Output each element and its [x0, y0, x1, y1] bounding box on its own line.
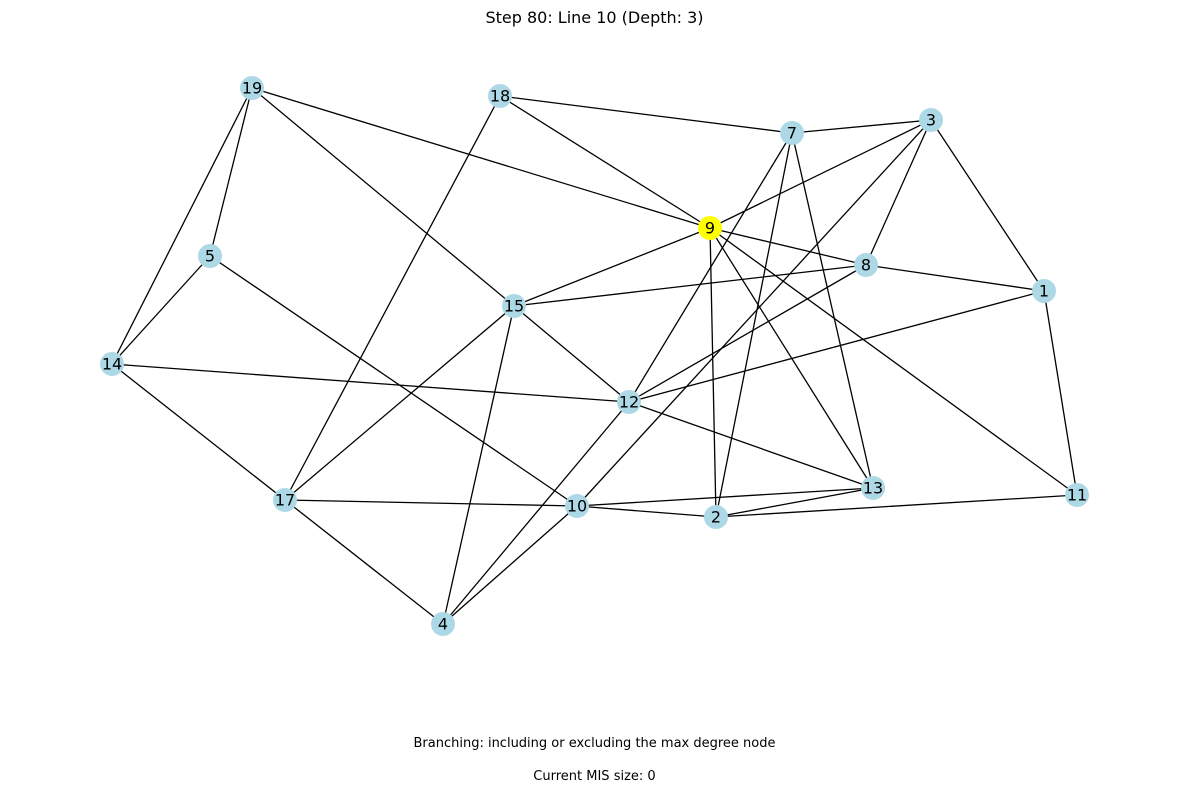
edge-19-14: [111, 87, 253, 365]
figure-title: Step 80: Line 10 (Depth: 3): [485, 8, 704, 27]
node-label-11: 11: [1067, 486, 1087, 505]
edge-19-5: [209, 87, 253, 257]
node-circle-19: [240, 76, 264, 100]
node-circle-8: [854, 253, 878, 277]
node-circle-11: [1065, 483, 1089, 507]
edge-12-13: [628, 401, 874, 489]
edge-10-13: [576, 487, 874, 507]
node-8: 8: [854, 253, 878, 277]
edge-9-8: [709, 227, 867, 266]
node-circle-10: [565, 494, 589, 518]
edge-7-13: [791, 132, 874, 489]
node-7: 7: [780, 121, 804, 145]
edge-18-9: [499, 95, 711, 229]
edge-5-14: [111, 255, 211, 365]
node-circle-2: [704, 505, 728, 529]
node-10: 10: [565, 494, 589, 518]
edge-3-9: [709, 119, 932, 229]
node-label-4: 4: [438, 615, 448, 634]
node-label-2: 2: [711, 508, 721, 527]
edge-8-12: [628, 264, 867, 403]
edge-7-2: [715, 132, 793, 518]
node-circle-5: [198, 244, 222, 268]
edge-18-17: [284, 95, 501, 501]
node-label-17: 17: [275, 491, 295, 510]
node-1: 1: [1032, 279, 1056, 303]
edge-13-2: [715, 487, 874, 518]
edge-7-3: [791, 119, 932, 134]
edge-8-15: [513, 264, 867, 307]
node-17: 17: [273, 488, 297, 512]
node-label-18: 18: [490, 87, 510, 106]
node-label-12: 12: [619, 393, 639, 412]
node-circle-18: [488, 84, 512, 108]
node-circle-13: [861, 476, 885, 500]
edge-15-17: [284, 305, 515, 501]
edge-3-8: [865, 119, 932, 266]
node-circle-12: [617, 390, 641, 414]
node-circle-4: [431, 612, 455, 636]
node-label-14: 14: [102, 355, 122, 374]
node-19: 19: [240, 76, 264, 100]
edge-15-12: [513, 305, 630, 403]
edge-10-2: [576, 505, 717, 518]
edge-19-9: [251, 87, 711, 229]
node-11: 11: [1065, 483, 1089, 507]
node-circle-15: [502, 294, 526, 318]
edge-14-17: [111, 363, 286, 501]
edge-9-11: [709, 227, 1078, 496]
edge-9-15: [513, 227, 711, 307]
node-circle-3: [919, 108, 943, 132]
node-label-13: 13: [863, 479, 883, 498]
node-14: 14: [100, 352, 124, 376]
node-15: 15: [502, 294, 526, 318]
node-circle-1: [1032, 279, 1056, 303]
node-3: 3: [919, 108, 943, 132]
node-label-5: 5: [205, 247, 215, 266]
mis-size-caption: Current MIS size: 0: [533, 769, 656, 784]
node-label-15: 15: [504, 297, 524, 316]
node-18: 18: [488, 84, 512, 108]
edge-15-4: [442, 305, 515, 625]
edge-14-12: [111, 363, 630, 403]
edge-19-15: [251, 87, 515, 307]
node-2: 2: [704, 505, 728, 529]
edge-1-11: [1043, 290, 1078, 496]
edge-2-11: [715, 494, 1078, 518]
node-label-9: 9: [705, 219, 715, 238]
edge-3-1: [930, 119, 1045, 292]
node-label-7: 7: [787, 124, 797, 143]
node-circle-17: [273, 488, 297, 512]
edge-10-4: [442, 505, 578, 625]
edge-12-4: [442, 401, 630, 625]
edge-8-1: [865, 264, 1045, 292]
node-5: 5: [198, 244, 222, 268]
edge-17-4: [284, 499, 444, 625]
edge-9-2: [709, 227, 717, 518]
branching-caption: Branching: including or excluding the ma…: [413, 736, 776, 751]
node-circle-9: [698, 216, 722, 240]
node-circle-7: [780, 121, 804, 145]
node-label-1: 1: [1039, 282, 1049, 301]
node-label-19: 19: [242, 79, 262, 98]
edge-18-7: [499, 95, 793, 134]
node-4: 4: [431, 612, 455, 636]
node-label-8: 8: [861, 256, 871, 275]
node-9: 9: [698, 216, 722, 240]
edge-17-10: [284, 499, 578, 507]
edge-3-10: [576, 119, 932, 507]
edge-1-12: [628, 290, 1045, 403]
node-13: 13: [861, 476, 885, 500]
node-circle-14: [100, 352, 124, 376]
node-label-10: 10: [567, 497, 587, 516]
edge-5-10: [209, 255, 578, 507]
graph-edges: [111, 87, 1078, 625]
node-12: 12: [617, 390, 641, 414]
node-label-3: 3: [926, 111, 936, 130]
